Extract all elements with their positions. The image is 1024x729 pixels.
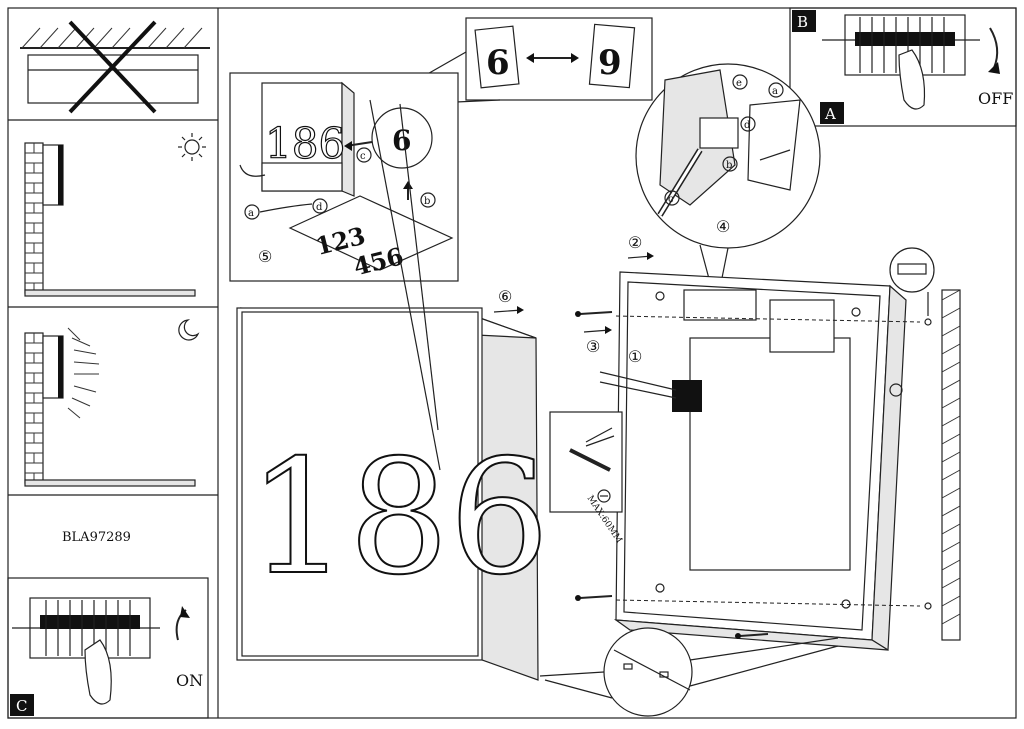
wall-plug-icon: [889, 247, 935, 316]
sun-icon: [178, 133, 206, 161]
light-rays: [67, 327, 100, 419]
wiring-callout-d: d: [744, 120, 751, 131]
step-4-label: ④: [716, 217, 730, 236]
hand-icon: [84, 639, 112, 705]
no-ceiling-mount-panel: [20, 20, 210, 114]
step-3-label: ③: [586, 337, 600, 356]
step-5-number-callout: 186 6 123 456 a c d b ⑤: [229, 72, 459, 282]
front-plate: 186: [236, 99, 551, 681]
panel-letter-c: C: [16, 697, 27, 715]
step-2-label: ②: [628, 233, 642, 252]
panel-letter-b: B: [797, 13, 808, 31]
plate-house-number: 186: [248, 426, 550, 610]
step-6-label: ⑥: [498, 287, 512, 306]
step-4-wiring-callout: e a d b c ④: [635, 63, 821, 291]
step-arrows: ② ③ ① ⑥: [493, 233, 654, 366]
step-1-label: ①: [628, 347, 642, 366]
wiring-callout-e: e: [736, 78, 742, 89]
latch-detail-callout: [539, 627, 839, 717]
off-label: OFF: [978, 89, 1013, 108]
callout-d: d: [316, 202, 323, 213]
page-frame: [7, 7, 1017, 719]
swap-digit-from: 6: [486, 43, 510, 83]
plate-number-preview: 186: [265, 119, 345, 168]
brick-wall: [24, 142, 196, 297]
cable-strip-detail: MAX:60MM: [549, 411, 624, 545]
magnified-digit: 6: [392, 124, 411, 157]
housing-box: [599, 271, 907, 652]
mounting-screws: [575, 311, 932, 639]
hand-icon: [898, 49, 926, 110]
moon-icon: [178, 319, 200, 341]
wiring-callout-c: c: [668, 194, 674, 205]
callout-b: b: [424, 196, 430, 207]
wiring-callout-b: b: [726, 160, 732, 171]
day-mode-panel: [24, 133, 206, 297]
breaker-strip-icon: [12, 597, 160, 659]
switch-off-panel: B A OFF: [789, 7, 1017, 127]
model-code: BLA97289: [62, 530, 131, 545]
wiring-callout-a: a: [772, 86, 778, 97]
wall-section: [941, 289, 961, 641]
on-label: ON: [176, 671, 203, 690]
step-5-label: ⑤: [258, 247, 272, 266]
panel-letter-a: A: [824, 105, 836, 123]
callout-c: c: [360, 151, 366, 162]
night-mode-panel: [24, 319, 200, 487]
switch-on-panel: C ON: [7, 577, 209, 719]
callout-a: a: [248, 208, 254, 219]
swap-digit-to: 9: [598, 43, 622, 83]
